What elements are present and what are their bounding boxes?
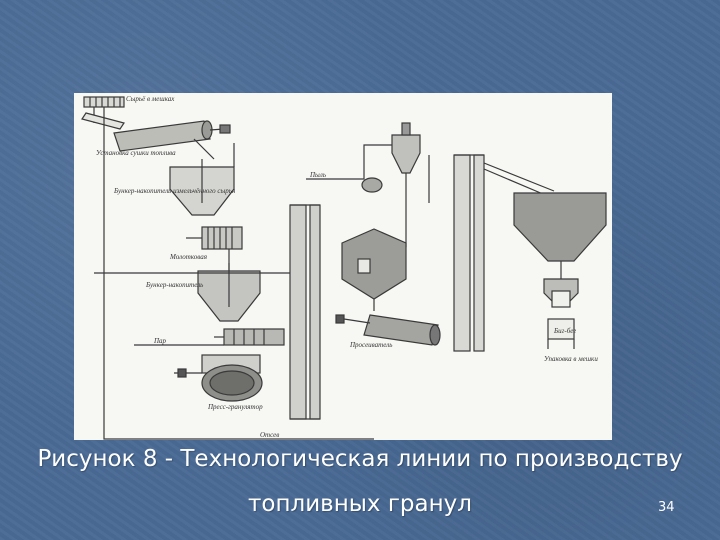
label-bunker-raw: Бункер-накопитель измельчённого сырья xyxy=(113,187,235,195)
label-sieve: Просеиватель xyxy=(349,341,392,349)
cyclone xyxy=(306,122,430,254)
label-packing: Упаковка в мешки xyxy=(544,355,598,363)
label-raw-in: Сырьё в мешках xyxy=(126,95,175,103)
caption-line-2: топливных гранул xyxy=(248,491,472,517)
cooler xyxy=(341,228,407,311)
dryer-drum xyxy=(113,120,231,160)
raw-bunker xyxy=(169,143,235,216)
label-mill: Молотковая xyxy=(169,253,207,261)
elevator-1 xyxy=(289,204,321,420)
pellet-press xyxy=(174,354,263,402)
label-bunker-store: Бункер-накопитель xyxy=(145,281,203,289)
hammer-mill xyxy=(186,226,243,250)
process-diagram: Сырьё в мешках Установка сушки топлива Б… xyxy=(74,93,612,440)
label-return: Отсев xyxy=(260,431,279,439)
conditioner xyxy=(134,328,285,346)
elevator-2 xyxy=(453,154,555,352)
raw-material-input xyxy=(81,96,125,130)
label-bigbag: Биг-бег xyxy=(553,327,576,335)
storage-bunker xyxy=(197,249,261,322)
caption-line-1: Рисунок 8 - Технологическая линии по про… xyxy=(37,446,683,472)
label-press: Пресс-гранулятор xyxy=(207,403,263,411)
diagram-svg: Сырьё в мешках Установка сушки топлива Б… xyxy=(81,95,607,440)
product-silo xyxy=(513,192,607,279)
label-dust: Пыль xyxy=(309,171,326,179)
sieve xyxy=(335,314,441,346)
label-steam: Пар xyxy=(153,337,167,345)
bag-filler xyxy=(543,278,579,349)
label-dryer: Установка сушки топлива xyxy=(96,149,176,157)
page-number: 34 xyxy=(658,500,675,515)
